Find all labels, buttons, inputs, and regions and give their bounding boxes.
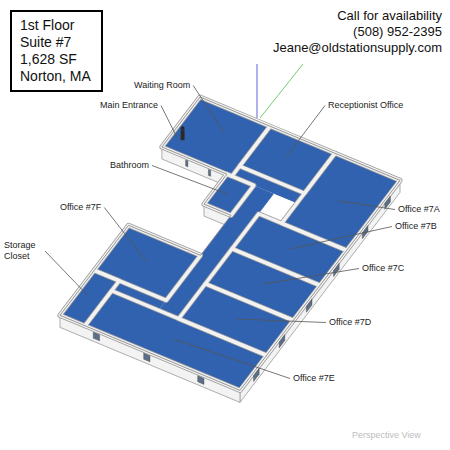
leader-line [338,201,395,210]
room-label: Storage Closet [4,240,42,262]
window [144,353,150,362]
info-text: Suite #7 [20,34,93,51]
room-label: Office #7E [293,373,335,384]
contact-text: Jeane@oldstationsupply.com [273,40,442,56]
leader-line [236,319,326,322]
info-text: 1st Floor [20,17,93,34]
room-label: Waiting Room [134,80,190,91]
window [279,335,285,348]
leader-line [152,166,228,195]
wall-top [85,291,267,391]
person-body [181,130,185,140]
wall-top [94,225,200,300]
contact-text: Call for availability [337,8,442,24]
window [334,263,340,276]
wall-top [162,97,270,176]
outer-wall [60,97,400,390]
room-label: Main Entrance [100,100,158,111]
wall-top [205,249,320,321]
wall [282,153,400,250]
window [186,160,188,167]
info-box: 1st FloorSuite #71,628 SFNorton, MA [10,10,103,92]
person-head [181,126,185,130]
room-floor [85,291,267,391]
axis-line [257,64,258,118]
window [385,196,391,209]
contact-text: (508) 952-2395 [353,24,442,40]
leader-line [161,106,177,138]
room-label: Office #7C [362,263,404,274]
info-text: 1,628 SF [20,51,93,68]
leader-line [174,339,290,378]
leader-line [45,251,90,297]
window [254,368,260,381]
window [306,299,312,312]
info-text: Norton, MA [20,68,93,85]
window [198,376,204,385]
wall-top [232,214,347,286]
wall-top [240,126,335,193]
leader-line [104,208,146,262]
watermark: Perspective View [352,430,421,441]
wall-top [179,284,294,356]
room-label: Office #7D [329,317,371,328]
window [208,169,210,176]
wall-top [282,153,400,250]
leader-line [193,86,225,134]
leader-line [290,227,392,250]
axis-line [260,64,303,118]
wall [162,97,270,176]
window [93,332,99,341]
room-label: Bathroom [110,160,149,171]
wall [85,291,267,391]
room-label: Receptionist Office [328,100,403,111]
room-label: Office #7B [395,221,437,232]
room-label: Office #7F [60,202,101,213]
leader-line [263,269,359,285]
room-label: Office #7A [398,204,440,215]
leader-line [286,106,325,157]
